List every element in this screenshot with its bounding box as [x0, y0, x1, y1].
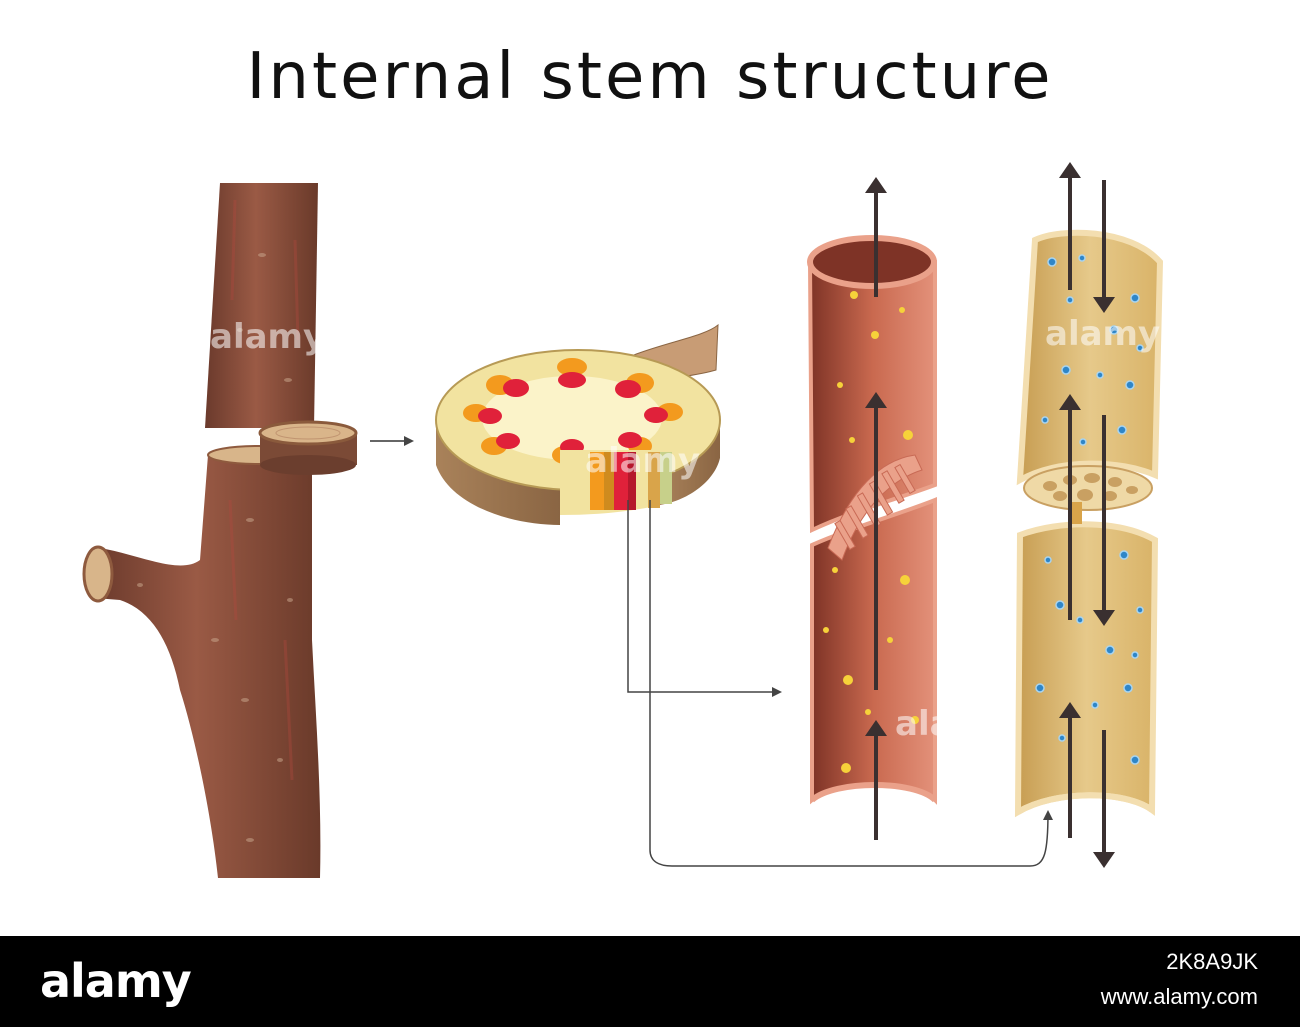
vascular-bundle	[644, 403, 683, 423]
vascular-bundle	[486, 375, 529, 397]
xylem-particles	[823, 291, 919, 773]
vascular-bundle	[557, 358, 587, 388]
stem-structure-diagram: alamy alamy alamy alamy	[82, 162, 1164, 878]
cutaway-wedge	[560, 450, 672, 515]
watermark: alamy	[1045, 314, 1160, 354]
vascular-bundle	[615, 373, 654, 398]
bark-streaks	[228, 199, 300, 781]
watermark: alamy	[895, 704, 1010, 744]
phloem-lower-cell	[1014, 521, 1159, 818]
phloem-bottom-opening	[1016, 792, 1154, 815]
vascular-bundle	[463, 404, 502, 424]
phloem-sieve-tube	[1014, 162, 1164, 868]
branch-cut-end	[82, 545, 114, 603]
footer-bar: alamy 2K8A9JK www.alamy.com	[0, 936, 1300, 1027]
sieve-plate	[1023, 465, 1153, 524]
watermark: alamy	[585, 441, 700, 481]
vascular-bundle	[481, 433, 520, 455]
stem-slice-disc	[258, 420, 358, 475]
upper-trunk	[205, 183, 318, 428]
image-id: 2K8A9JK	[1166, 949, 1258, 974]
connector-to-xylem	[627, 500, 782, 697]
lower-trunk	[95, 447, 321, 878]
brand-logo: alamy	[40, 954, 192, 1008]
watermark: alamy	[210, 317, 325, 357]
site-url: www.alamy.com	[1100, 984, 1258, 1009]
stem-cross-section	[435, 323, 721, 525]
connector-to-phloem	[649, 500, 1053, 867]
phloem-upper-cell	[1016, 229, 1164, 486]
bark-texture	[137, 253, 293, 842]
phloem-flow-arrows	[1059, 162, 1115, 868]
watermarks: alamy alamy alamy alamy	[210, 314, 1160, 744]
xylem-top-opening	[807, 235, 937, 289]
diagram-title: Internal stem structure	[246, 40, 1054, 114]
stem-illustration	[82, 183, 358, 878]
pith	[482, 376, 662, 460]
xylem-vessel	[807, 177, 938, 840]
phloem-particles	[1035, 254, 1144, 765]
